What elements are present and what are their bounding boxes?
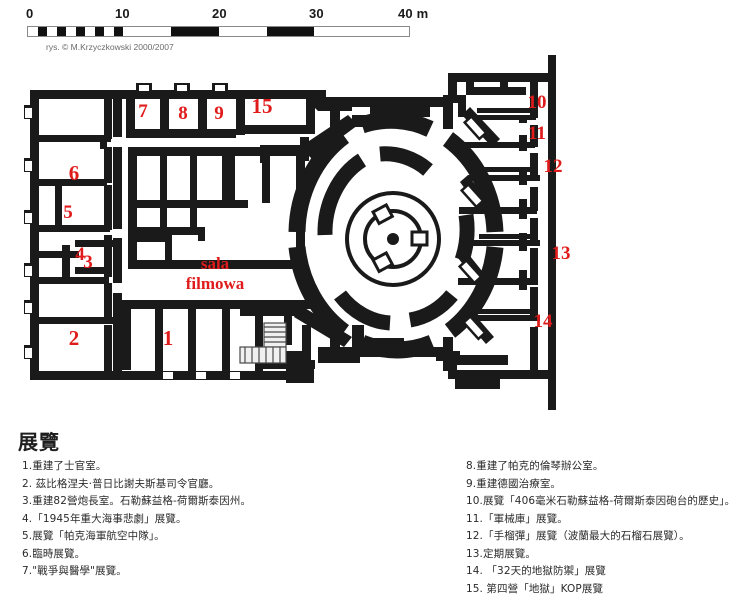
cinema-hall-label-line1: sala [201,254,230,273]
room-number-10: 10 [528,92,547,113]
floor-plan: 6 5 4 3 2 1 7 8 9 15 10 11 12 13 14 sala… [0,55,740,410]
legend-item: 12.「手榴彈」展覽（波蘭最大的石榴石展覽）。 [466,528,738,546]
turret-outer-arc-n [362,120,430,129]
room-number-12: 12 [544,156,563,177]
room-number-9: 9 [214,103,224,124]
legend-item: 14. 「32天的地獄防禦」展覽 [466,563,738,581]
room-number-15: 15 [252,94,273,118]
scale-tick-20: 20 [212,6,227,21]
room-number-5: 5 [63,202,73,223]
legend-item: 11.「軍械庫」展覽。 [466,511,738,529]
map-credit: rys. © M.Krzyczkowski 2000/2007 [46,42,174,52]
legend-item: 1.重建了士官室。 [22,458,352,476]
room-number-7: 7 [138,101,148,122]
legend-item: 8.重建了帕克的倫琴辦公室。 [466,458,738,476]
scale-tick-30: 30 [309,6,324,21]
gun-mount-center-dot [387,233,399,245]
legend-item: 9.重建德國治療室。 [466,476,738,494]
cinema-hall-label-line2: filmowa [186,274,245,293]
room-number-13: 13 [552,243,571,264]
scale-bar-block: 0 10 20 30 40 m rys. © M.Krzyczkowski 20… [0,0,740,58]
floor-plan-svg: 6 5 4 3 2 1 7 8 9 15 10 11 12 13 14 sala… [0,55,740,410]
legend-column-right: 8.重建了帕克的倫琴辦公室。 9.重建德國治療室。 10.展覽「406毫米石勒蘇… [466,458,738,598]
legend-item: 5.展覽「帕克海軍航空中隊」。 [22,528,352,546]
room-number-3: 3 [83,252,93,273]
scale-tick-0: 0 [26,6,33,21]
scale-bar-graphic [27,26,410,37]
legend-section: 展覽 1.重建了士官室。 2. 茲比格涅夫·普日比謝夫斯基司令官廳。 3.重建8… [0,412,740,584]
scale-tick-40: 40 m [398,6,428,21]
scale-tick-10: 10 [115,6,130,21]
scale-tick-labels: 0 10 20 30 40 m [26,6,416,22]
legend-item: 15. 第四營「地獄」KOP展覽 [466,581,738,598]
legend-item: 6.臨時展覽。 [22,546,352,564]
legend-item: 10.展覽「406毫米石勒蘇益格-荷爾斯泰因砲台的歷史」。 [466,493,738,511]
legend-column-left: 1.重建了士官室。 2. 茲比格涅夫·普日比謝夫斯基司令官廳。 3.重建82營炮… [22,458,352,581]
room-number-2: 2 [69,326,80,350]
legend-item: 7."戰爭與醫學"展覽。 [22,563,352,581]
legend-title: 展覽 [18,426,60,455]
legend-item: 13.定期展覽。 [466,546,738,564]
gun-mount-block-e [412,232,427,245]
room-number-8: 8 [178,103,188,124]
legend-item: 4.「1945年重大海事悲劇」展覽。 [22,511,352,529]
legend-item: 3.重建82營炮長室。石勒蘇益格-荷爾斯泰因州。 [22,493,352,511]
legend-item: 2. 茲比格涅夫·普日比謝夫斯基司令官廳。 [22,476,352,494]
room-number-6: 6 [69,161,80,185]
room-number-14: 14 [534,311,554,332]
turret-outer-arc-s [362,343,432,350]
room-number-1: 1 [163,326,174,350]
room-number-11: 11 [528,123,546,144]
